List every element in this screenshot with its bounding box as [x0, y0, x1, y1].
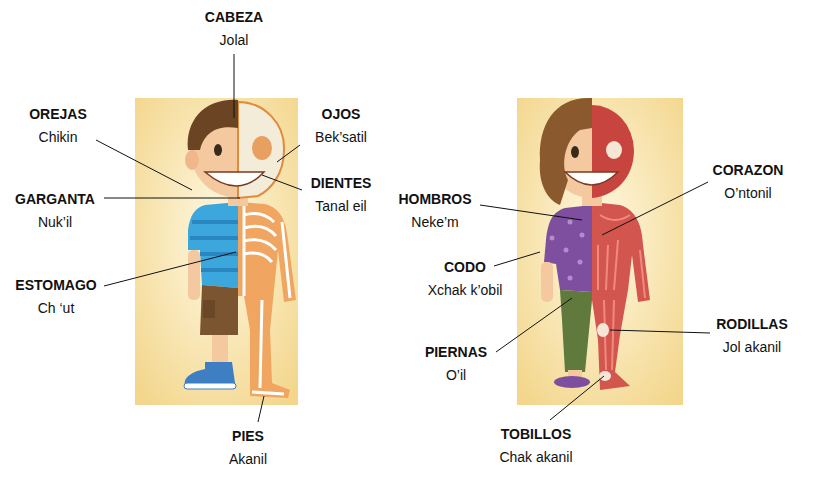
leader-line [480, 205, 582, 220]
eye [571, 146, 579, 158]
eyeball [606, 141, 622, 159]
pocket [203, 300, 215, 318]
translation: Bek’satil [315, 128, 367, 146]
pants [560, 290, 592, 372]
panel-background [135, 98, 298, 405]
hair [188, 100, 238, 150]
translation: Akanil [229, 450, 267, 468]
translation: O’il [446, 366, 466, 384]
leader-line [104, 252, 236, 286]
smile [205, 172, 264, 186]
hair [540, 98, 592, 205]
knee [597, 323, 609, 337]
ankle [599, 371, 611, 381]
skeleton-silhouette [238, 202, 296, 398]
translation: Ch ‘ut [38, 299, 75, 317]
part-name: TOBILLOS [501, 425, 572, 443]
leader-line [610, 330, 710, 333]
leader-line [494, 252, 540, 266]
shoe [554, 376, 590, 388]
muscle-silhouette [592, 202, 650, 390]
leader-line [602, 182, 708, 235]
leader-line [550, 376, 604, 420]
eye-socket [252, 136, 272, 160]
bones [244, 205, 290, 394]
translation: Neke’m [411, 213, 458, 231]
translation: O’ntonil [724, 184, 771, 202]
sole [184, 383, 236, 389]
leader-line [277, 145, 300, 162]
translation: Xchak k’obil [428, 281, 503, 299]
translation: Chak akanil [499, 448, 572, 466]
ear [185, 150, 199, 170]
part-name: DIENTES [311, 174, 372, 192]
sneaker [185, 362, 235, 385]
boy-figure [184, 100, 296, 398]
leg [212, 335, 228, 365]
translation: Nuk’il [38, 213, 72, 231]
part-name: OREJAS [29, 105, 87, 123]
part-name: CABEZA [205, 8, 263, 26]
arm [188, 250, 200, 300]
part-name: PIERNAS [425, 343, 487, 361]
shorts [200, 285, 238, 335]
translation: Jolal [220, 31, 249, 49]
arm [541, 262, 553, 302]
girl-figure [540, 98, 650, 390]
leader-line [104, 198, 240, 199]
part-name: CODO [444, 258, 486, 276]
leader-lines [96, 54, 710, 422]
muscle-lines [598, 215, 645, 370]
translation: Jol akanil [723, 338, 781, 356]
part-name: CORAZON [713, 161, 784, 179]
part-name: RODILLAS [716, 315, 788, 333]
part-name: GARGANTA [15, 190, 95, 208]
translation: Tanal eil [315, 197, 366, 215]
part-name: OJOS [322, 105, 361, 123]
leader-line [96, 140, 192, 190]
part-name: HOMBROS [398, 190, 471, 208]
eye [214, 144, 222, 156]
leader-line [234, 54, 235, 118]
part-name: PIES [232, 427, 264, 445]
part-name: ESTOMAGO [15, 276, 96, 294]
leader-line [496, 298, 572, 352]
shirt-dots [550, 220, 585, 281]
translation: Chikin [39, 128, 78, 146]
leader-line [262, 175, 302, 190]
panel-background [517, 98, 683, 405]
smile [565, 172, 618, 185]
leader-line [258, 396, 264, 422]
